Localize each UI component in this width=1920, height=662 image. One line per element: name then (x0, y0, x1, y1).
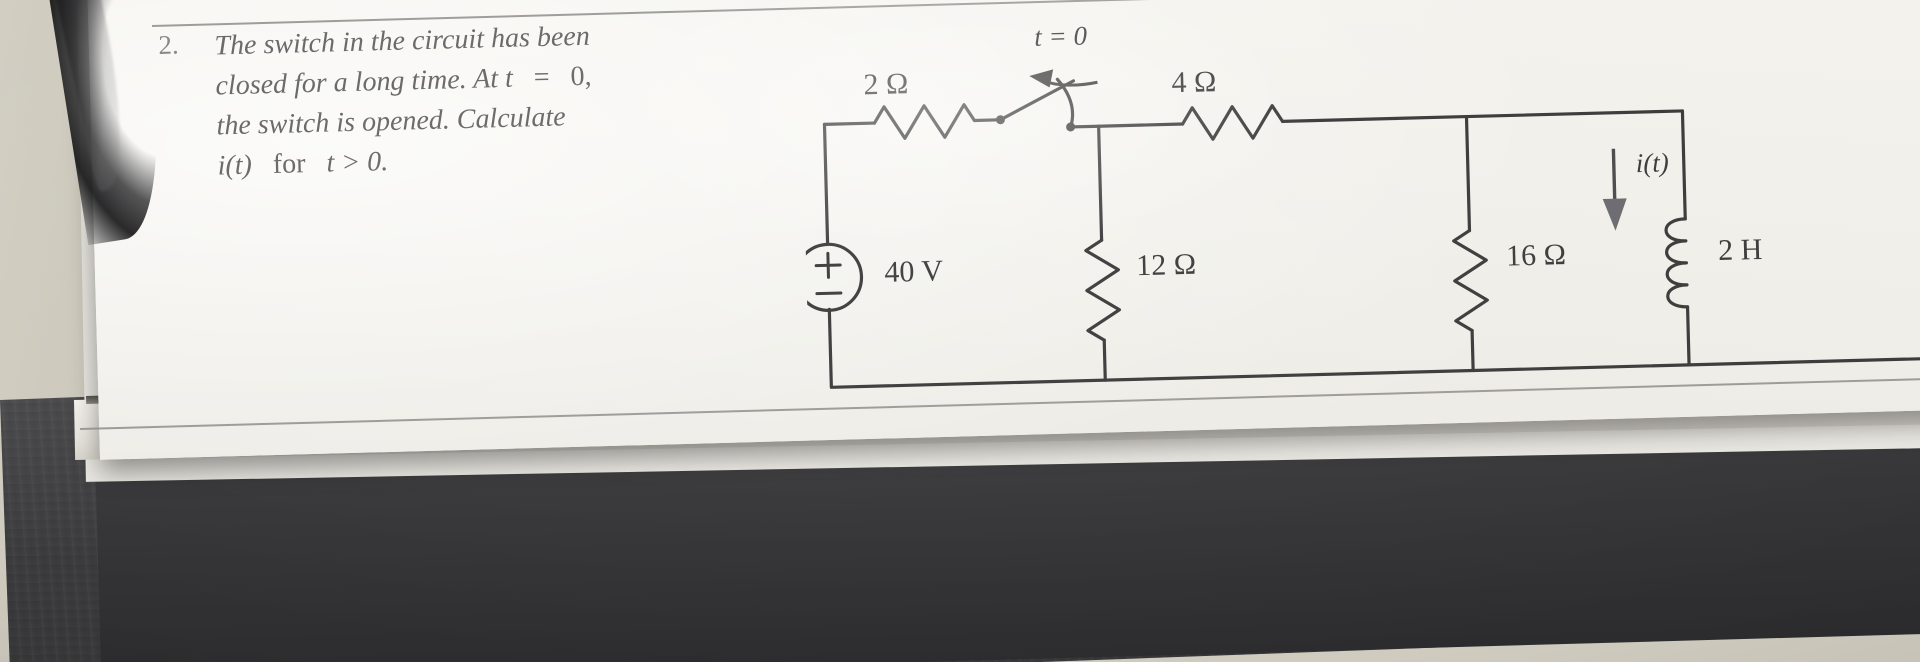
wire-bottom-rail (827, 307, 1920, 389)
wire-switch-to-nodeA (1069, 124, 1101, 129)
plus-vertical (826, 251, 830, 279)
switch-arrow (1029, 69, 1098, 88)
wire-inductor-top-lead (1680, 109, 1687, 221)
circuit-svg (800, 69, 1920, 389)
circuit-diagram: 2 Ω t = 0 4 Ω 40 V 12 Ω 16 Ω i(t) 2 H (800, 1, 1920, 430)
wire-r12-bottom (1102, 338, 1107, 382)
current-arrow-head (1602, 198, 1627, 231)
voltage-source-circle (800, 242, 864, 312)
label-2-ohm: 2 Ω (863, 67, 909, 102)
resistor-2ohm-zigzag (872, 103, 977, 140)
problem-statement: The switch in the circuit has been close… (214, 12, 782, 187)
label-current-it: i(t) (1635, 147, 1670, 179)
statement-line-2-var-t: t (504, 62, 514, 94)
label-40-volt: 40 V (883, 254, 944, 289)
wire-top-to-inductor (1464, 109, 1685, 119)
label-2-henry: 2 H (1717, 232, 1763, 268)
wire-left-upper (822, 122, 830, 246)
wire-r16-bottom (1470, 328, 1475, 373)
wire-inductor-bottom-lead (1685, 305, 1691, 367)
wire-nodeA-to-r4 (1097, 122, 1185, 128)
statement-line-4-for: for (272, 148, 306, 181)
statement-line-4-cond: t > 0. (326, 146, 389, 179)
current-arrow-shaft (1611, 148, 1617, 205)
wire-nodeA-down (1097, 124, 1104, 242)
problem-block: 2. The switch in the circuit has been cl… (158, 12, 782, 188)
statement-line-2-text: closed for a long time. At (215, 63, 499, 102)
wire-to-r2 (822, 121, 877, 126)
label-12-ohm: 12 Ω (1135, 247, 1197, 283)
resistor-16ohm-zigzag (1452, 228, 1489, 333)
switch-blade (998, 79, 1076, 122)
wire-r2-to-switch (972, 118, 1001, 123)
wire-nodeB-down (1464, 114, 1472, 233)
problem-number: 2. (158, 29, 180, 60)
wire-r4-to-nodeB (1280, 114, 1469, 123)
statement-line-4-it: i(t) (217, 149, 253, 182)
minus-sign (815, 291, 843, 296)
source-polarity (814, 251, 843, 296)
inductor-coil-2h (1664, 217, 1690, 309)
statement-line-2-equals: = (533, 61, 550, 94)
label-4-ohm: 4 Ω (1171, 65, 1217, 100)
switch-arrow-head (1029, 69, 1054, 88)
label-16-ohm: 16 Ω (1505, 238, 1567, 273)
label-switch-t0: t = 0 (1033, 20, 1088, 52)
current-arrow-it (1602, 148, 1627, 231)
resistor-12ohm-zigzag (1084, 238, 1122, 342)
resistor-4ohm-zigzag (1180, 104, 1285, 141)
statement-line-2-zero: 0, (570, 60, 592, 93)
